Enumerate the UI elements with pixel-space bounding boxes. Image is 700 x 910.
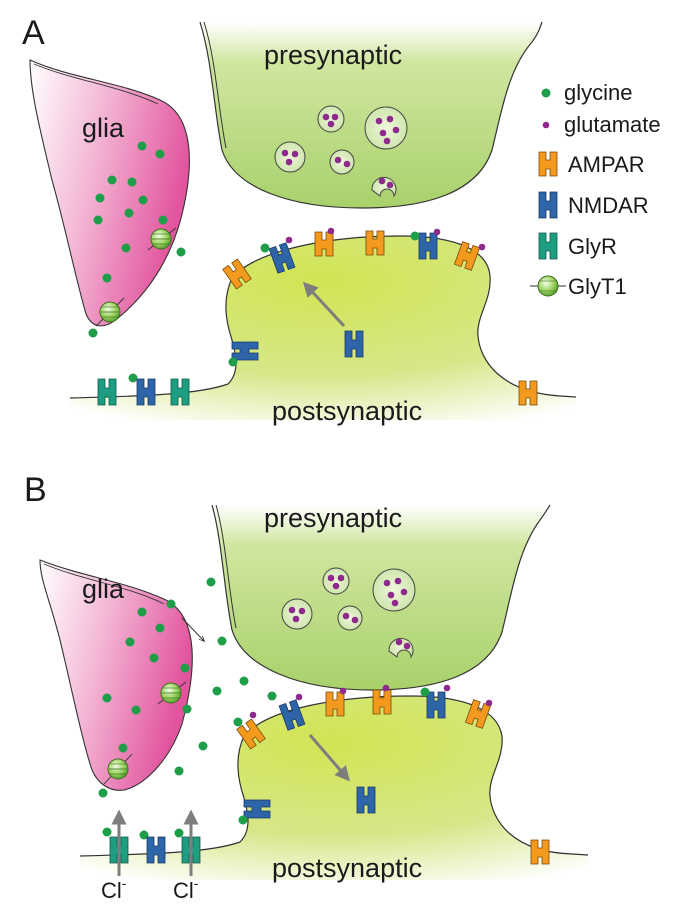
ampar-receptor-icon	[518, 380, 538, 406]
glial-cell	[39, 559, 193, 791]
legend-label: AMPAR	[568, 152, 645, 177]
postsynaptic-label: postsynaptic	[272, 853, 422, 883]
receptor-trafficking-arrow	[308, 734, 350, 782]
ampar-receptor-icon	[538, 151, 558, 177]
postsynaptic-spine	[80, 696, 588, 880]
legend-label: NMDAR	[568, 193, 649, 218]
glia-label: glia	[82, 113, 125, 143]
glia-label: glia	[82, 574, 125, 604]
ampar-receptor-icon	[236, 718, 266, 750]
glycine-molecules	[98, 577, 277, 798]
ampar-receptor-icon	[325, 691, 345, 717]
nmdar-receptor-icon	[146, 836, 166, 864]
synaptic-vesicles	[281, 567, 416, 659]
presynaptic-label: presynaptic	[264, 40, 402, 70]
receptor-trafficking-arrow	[302, 281, 346, 328]
ampar-receptor-icon	[372, 689, 392, 715]
panel-a-letter: A	[22, 14, 45, 52]
glyt1-transporter-icon	[95, 297, 125, 327]
postsynaptic-spine	[70, 236, 576, 420]
ampar-receptor-icon	[464, 699, 492, 729]
glyt1-transporter-icon	[147, 227, 177, 251]
legend-label: GlyT1	[568, 274, 627, 299]
glyt1-transporter-icon	[530, 275, 566, 297]
glyt1-transporter-icon	[103, 753, 133, 785]
legend: glycine glutamate AMPAR NMDAR GlyR GlyT1	[530, 80, 661, 299]
nmdar-receptor-icon	[426, 691, 446, 719]
chloride-label: Cl-	[173, 875, 199, 903]
nmdar-receptor-icon	[356, 786, 376, 814]
nmdar-receptor-icon	[278, 699, 306, 731]
glycine-dot-icon	[541, 88, 551, 98]
presynaptic-label: presynaptic	[264, 503, 402, 533]
nmdar-receptor-icon	[268, 242, 296, 274]
ampar-receptor-icon	[314, 231, 334, 257]
chloride-label: Cl-	[101, 875, 127, 903]
ampar-receptor-icon	[530, 839, 550, 865]
ampar-receptor-icon	[365, 230, 385, 256]
panel-a: A presynaptic glia	[22, 14, 577, 426]
panel-b-letter: B	[24, 471, 47, 509]
postsynaptic-label: postsynaptic	[272, 396, 422, 426]
nmdar-receptor-icon	[344, 330, 364, 358]
legend-label: glycine	[564, 80, 632, 105]
nmdar-receptor-icon	[136, 378, 156, 406]
ampar-receptor-icon	[222, 258, 252, 290]
glycine-molecules	[88, 141, 186, 338]
glyr-receptor-icon	[538, 232, 558, 260]
panel-b: B presynaptic glia	[24, 471, 589, 903]
glyr-receptor-icon	[170, 378, 190, 406]
glyt1-transporter-icon	[157, 681, 187, 705]
glial-cell	[29, 59, 190, 327]
synaptic-vesicles	[274, 105, 408, 198]
legend-label: glutamate	[564, 112, 661, 137]
glutamate-dot-icon	[542, 121, 550, 129]
legend-label: GlyR	[568, 234, 617, 259]
ampar-receptor-icon	[453, 241, 481, 271]
glyr-receptor-icon	[97, 378, 117, 406]
nmdar-receptor-icon	[538, 191, 558, 219]
glycine-efflux-arrow	[181, 617, 204, 641]
nmdar-receptor-icon	[418, 232, 438, 260]
